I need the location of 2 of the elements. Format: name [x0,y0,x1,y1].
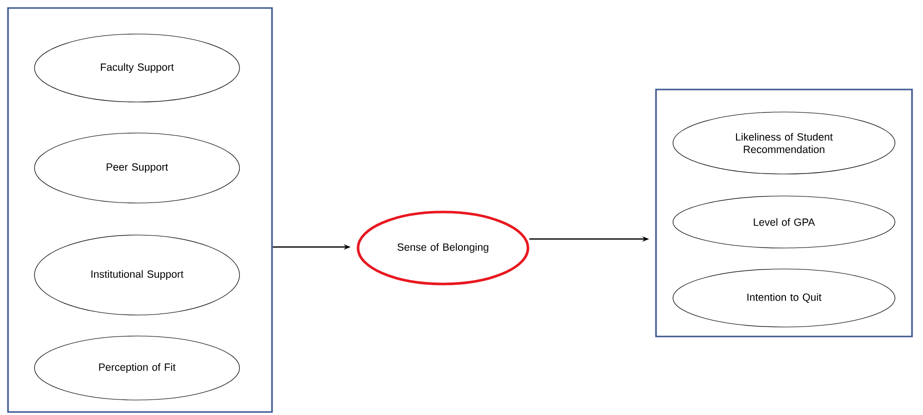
group-box [655,88,913,338]
group-box [7,7,273,413]
